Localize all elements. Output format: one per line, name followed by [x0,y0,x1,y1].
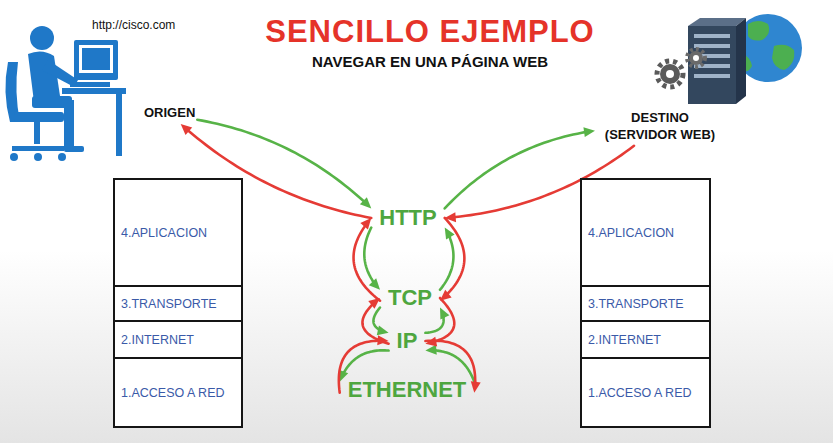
endpoint-label: DESTINO (SERVIDOR WEB) [595,108,725,146]
arrow-head [583,127,595,137]
layer-box: 1.ACCESO A RED [580,357,711,428]
flow-arrow [440,218,464,301]
protocol-label: TCP [380,284,440,311]
layer-box: 3.TRANSPORTE [113,285,243,322]
web-server-icon [688,18,746,26]
node-text: 3.TRANSPORTE [588,297,684,311]
web-server-icon [694,64,730,68]
web-server-icon [660,64,680,84]
arrow-line [362,303,388,343]
protocol-label: ETHERNET [340,376,475,403]
web-server-icon [694,44,730,48]
web-server-icon [694,34,730,38]
arrow-line [445,218,465,295]
layer-box: 2.INTERNET [113,320,243,359]
node-text: 1.ACCESO A RED [121,386,225,400]
web-server-icon [772,45,794,70]
arrow-line [445,132,587,209]
node-text: ETHERNET [348,377,467,402]
arrow-line [354,225,380,301]
arrow-line [364,228,374,284]
arrow-head [360,218,371,230]
layer-box: 2.INTERNET [580,320,711,359]
user-figure [116,94,122,156]
node-text: DESTINO (SERVIDOR WEB) [597,110,723,144]
user-figure [58,153,66,161]
user-figure [34,153,42,161]
subtitle: NAVEGAR EN UNA PÁGINA WEB [180,53,680,70]
layer-box: 4.APLICACION [113,178,243,287]
user-figure [30,26,54,50]
node-text: 4.APLICACION [588,226,674,240]
arrow-line [434,298,454,342]
web-server-icon [688,26,736,104]
node-text: 1.ACCESO A RED [588,386,692,400]
title: SENCILLO EJEMPLO [180,14,680,50]
arrow-head [425,345,436,355]
node-text: ORIGEN [144,105,195,122]
web-server-icon [687,49,705,67]
web-server-icon [694,74,730,78]
web-server-icon [748,21,769,41]
layer-box: 1.ACCESO A RED [113,357,243,428]
flow-arrow [445,127,595,208]
node-text: HTTP [379,205,436,230]
node-text: TCP [388,285,432,310]
user-figure [70,82,110,87]
node-text: 4.APLICACION [121,226,207,240]
flow-arrow [440,228,455,290]
protocol-label: IP [389,327,426,354]
web-server-icon [657,61,683,87]
node-text: 2.INTERNET [121,333,194,347]
flow-arrow [364,228,380,290]
user-figure [34,122,40,144]
user-figure [64,146,84,152]
arrow-line [440,235,453,290]
layer-box: 3.TRANSPORTE [580,285,711,322]
flow-arrow [373,308,388,336]
flow-arrow [425,345,474,382]
connector-group [181,120,634,393]
arrow-head [369,278,380,289]
flow-arrow [362,298,388,344]
arrow-head [181,124,193,135]
web-server-icon [693,55,699,61]
endpoint-label: ORIGEN [142,103,197,124]
arrow-head [360,197,371,208]
web-server-icon [736,18,746,104]
web-server-icon [689,51,703,65]
node-text: 3.TRANSPORTE [121,297,217,311]
layer-box: 4.APLICACION [580,178,711,287]
user-figure [82,48,110,70]
user-figure [10,153,18,161]
user-figure [5,26,126,161]
user-figure [14,112,64,122]
node-text: 2.INTERNET [588,333,661,347]
arrow-head [377,326,389,336]
flow-arrow [425,308,449,333]
user-figure [74,40,118,80]
url-text: http://cisco.com [92,18,175,32]
user-figure [79,45,113,73]
arrow-head [471,381,481,393]
web-server-icon [666,70,674,78]
arrow-line [343,350,389,373]
user-figure [12,146,64,151]
user-figure [62,88,126,94]
flow-arrow [354,218,380,301]
protocol-label: HTTP [371,204,444,231]
web-server-icon [657,14,802,104]
node-text: IP [397,328,418,353]
user-figure [64,100,74,148]
